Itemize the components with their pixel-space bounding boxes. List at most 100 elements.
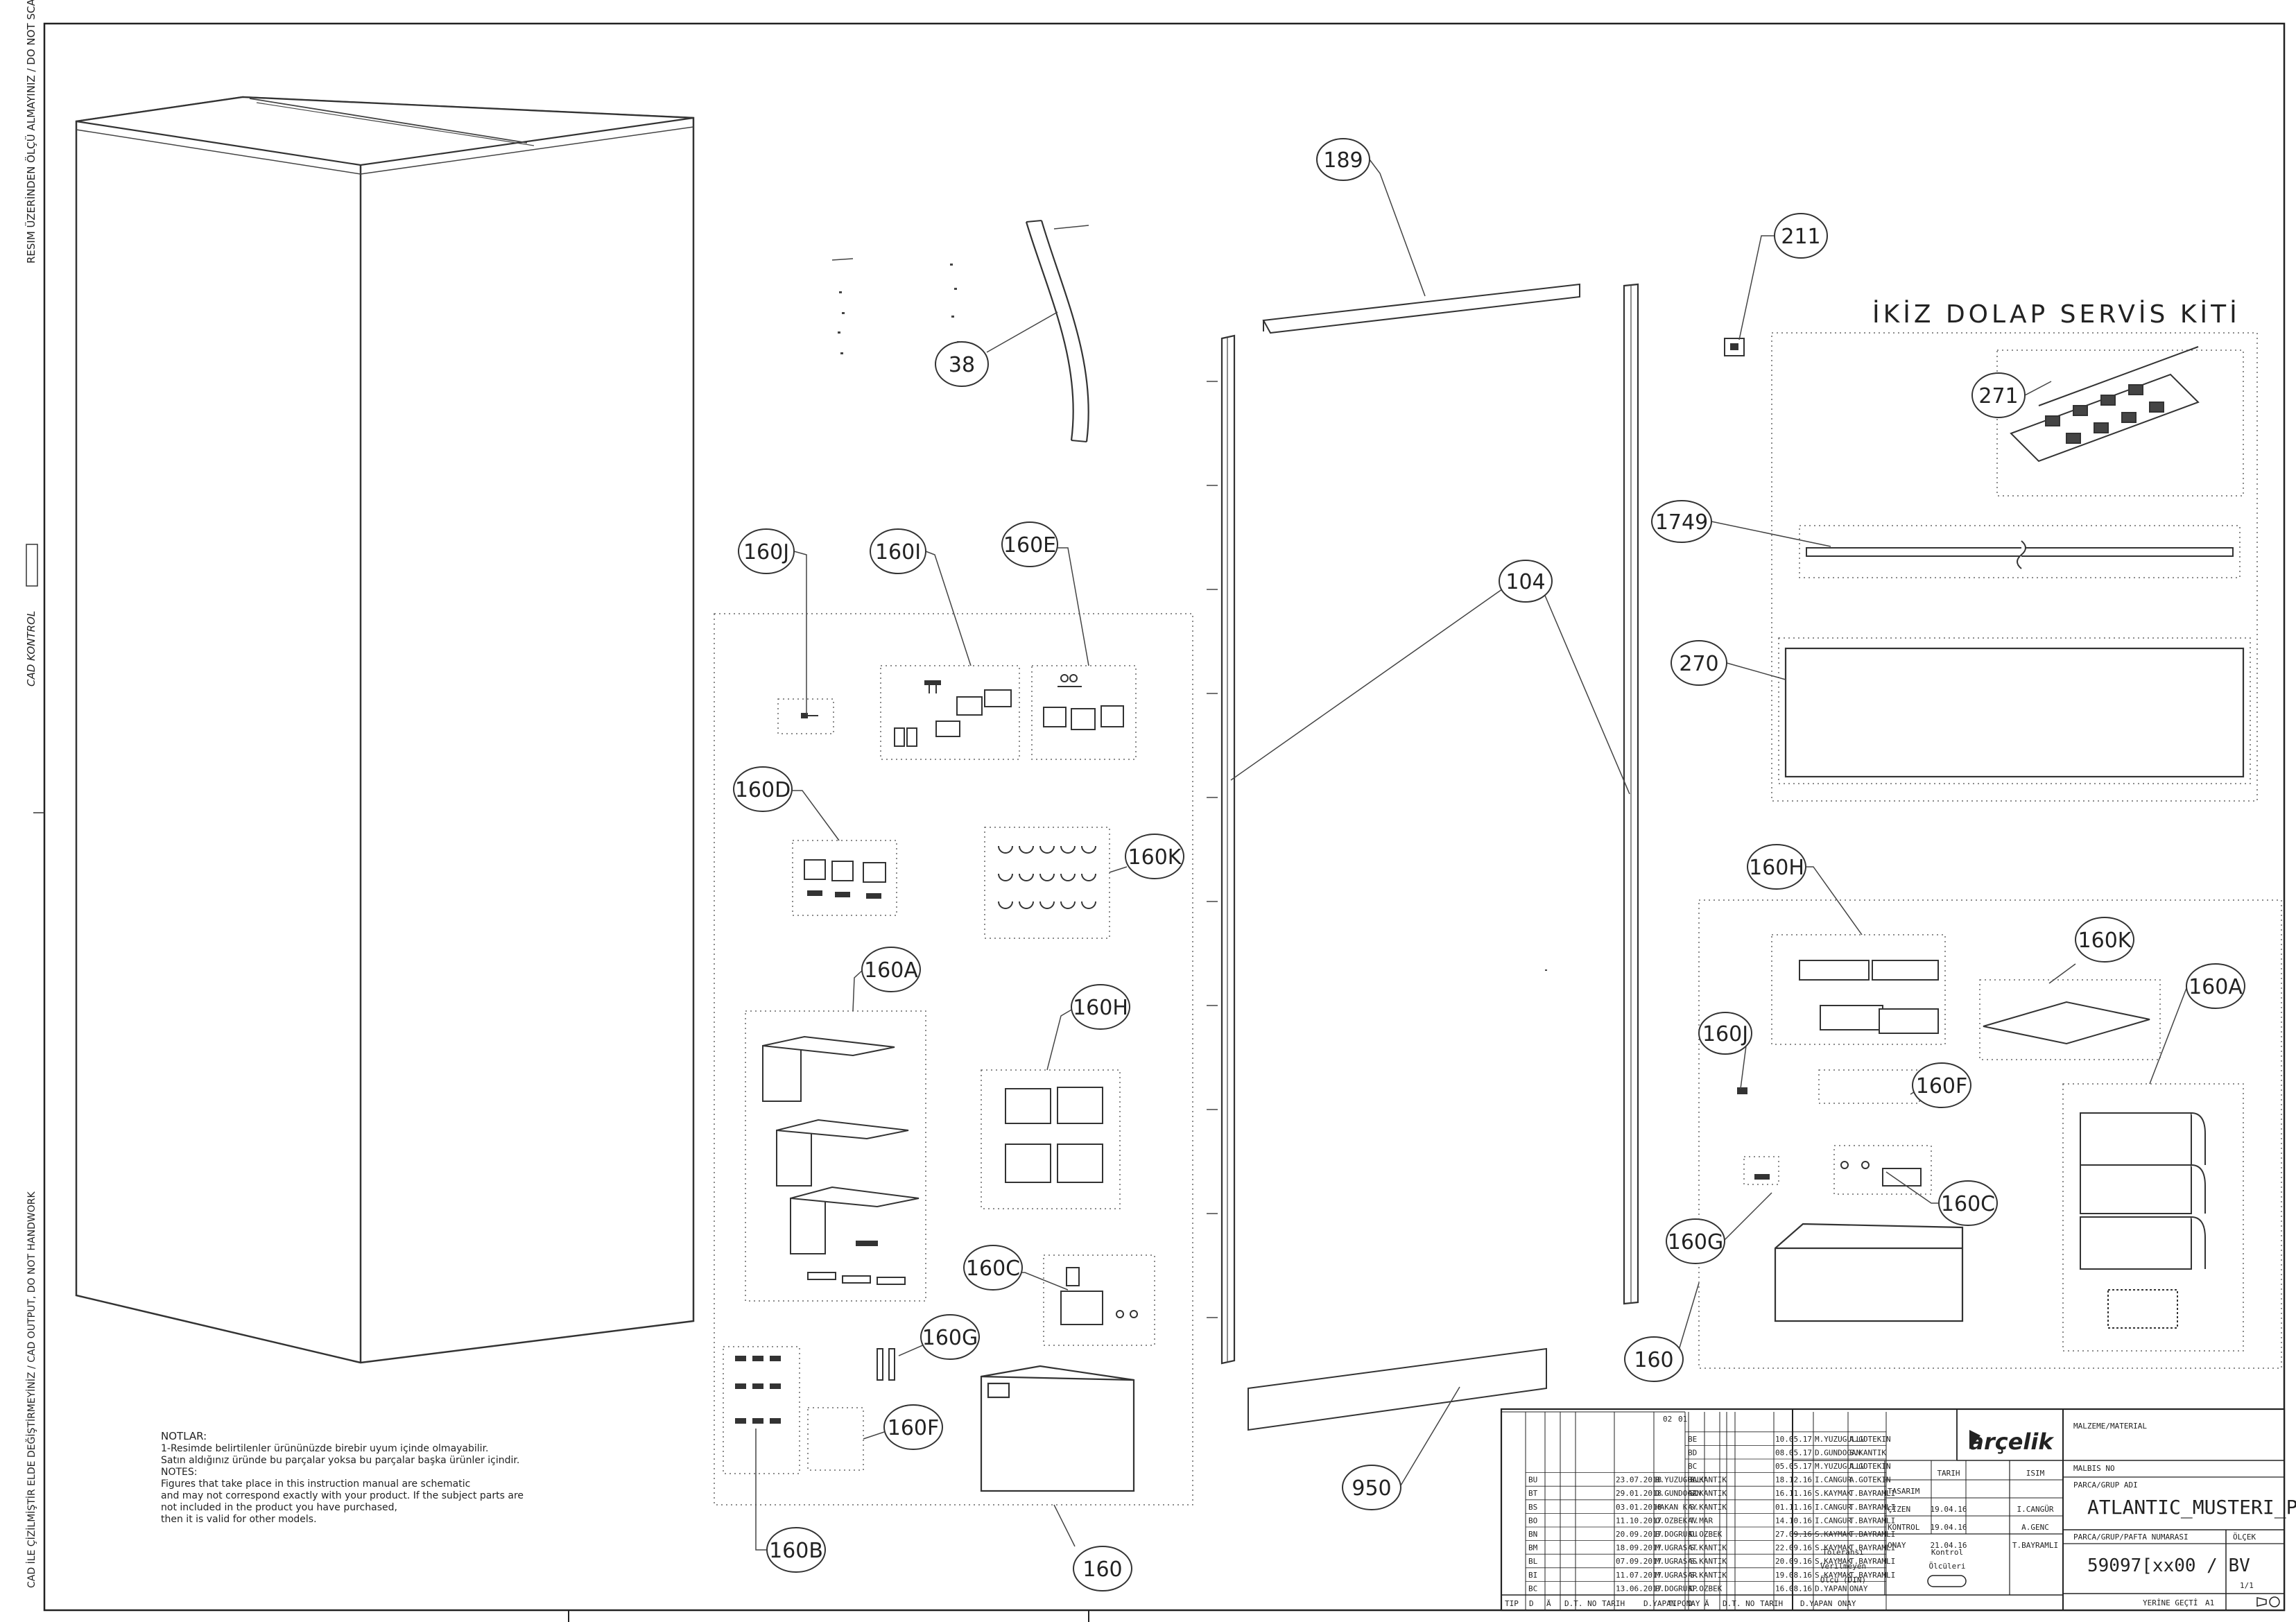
vertical-gasket-right — [1545, 283, 1639, 1305]
callout-label: 160C — [966, 1257, 1020, 1281]
screw-160j-right — [1737, 1087, 1747, 1094]
callout-160a-right: 160A — [2186, 963, 2245, 1009]
revision-date: 03.01.2018 — [1616, 1503, 1661, 1512]
revision-type: BU — [1528, 1476, 1537, 1485]
callout-label: 1749 — [1655, 510, 1708, 535]
revision-author: S.KAYMAK — [1815, 1571, 1852, 1580]
callout-label: 270 — [1679, 652, 1718, 676]
revision-approver: T.BAYRAMLI — [1849, 1489, 1895, 1498]
revision-approver: O.OZBEK — [1690, 1530, 1723, 1539]
row-check: KONTROL — [1888, 1523, 1920, 1532]
revision-date: 20.09.16 — [1775, 1557, 1812, 1566]
notes-line: then it is valid for other models. — [161, 1514, 317, 1525]
revision-approver: T.BAYRAMLI — [1849, 1544, 1895, 1553]
revision-author: D.GUNDOGAN — [1815, 1448, 1861, 1457]
revision-approver: S.KANTIK — [1690, 1476, 1727, 1485]
accessory-kit-panel-right — [1698, 899, 2282, 1369]
revision-author: S.KAYMAK — [1815, 1544, 1852, 1553]
revision-approver: S.KANTIK — [1690, 1503, 1727, 1512]
callout-160-left: 160 — [1073, 1546, 1132, 1591]
bottom-cover-strip — [1248, 1347, 1547, 1431]
revision-type: BI — [1528, 1571, 1537, 1580]
control-text: Ölcüleri — [1929, 1562, 1966, 1571]
shelf-supports-160a-right — [2080, 1112, 2206, 1329]
col-date: TARIH — [1937, 1469, 1960, 1478]
row-approve: ONAY — [1888, 1541, 1906, 1550]
callout-label: 160J — [743, 540, 789, 564]
footer-header: Ä — [1546, 1599, 1551, 1608]
callout-label: 160K — [1128, 845, 1182, 870]
footer-header: D — [1688, 1599, 1693, 1608]
revision-approver: S.KANTIK — [1690, 1571, 1727, 1580]
brackets-160h — [1005, 1087, 1103, 1183]
footer-header: D.T. NO — [1564, 1599, 1596, 1608]
callout-label: 160C — [1941, 1192, 1995, 1216]
revision-approver: S.KANTIK — [1690, 1489, 1727, 1498]
top-profile-strip — [1262, 283, 1580, 334]
revision-type: BD — [1688, 1448, 1697, 1457]
callout-160h-left: 160H — [1071, 984, 1130, 1030]
callout-label: 104 — [1505, 570, 1545, 594]
refrigerator-cabinet — [75, 96, 695, 1364]
tolerance-text: Verilmeyen — [1820, 1562, 1866, 1571]
malbis-label: MALBIS NO — [2073, 1464, 2115, 1473]
callout-label: 160A — [864, 958, 918, 983]
revision-type: AV — [1688, 1516, 1698, 1525]
drawn-name: I.CANGÜR — [2017, 1505, 2054, 1514]
revision-type: BC — [1528, 1584, 1537, 1593]
callout-label: 160 — [1634, 1348, 1673, 1372]
revision-author: B.DOGRUS — [1655, 1584, 1692, 1593]
footer-header: D.YAPAN — [1800, 1599, 1832, 1608]
revision-type: BN — [1528, 1530, 1537, 1539]
revision-approver: S.KANTIK — [1849, 1448, 1886, 1457]
revision-author: I.CANGUR — [1815, 1516, 1852, 1525]
pin-160g-right — [1754, 1174, 1770, 1180]
callout-160j-left: 160J — [738, 528, 795, 574]
callout-label: 160F — [888, 1416, 940, 1440]
callout-950: 950 — [1342, 1465, 1401, 1510]
notes-block: NOTLAR: 1-Resimde belirtilenler ürününüz… — [161, 1430, 524, 1525]
revision-date: 01.11.16 — [1775, 1503, 1812, 1512]
strip-1749 — [1806, 540, 2234, 569]
cad-control-box — [26, 544, 38, 587]
revision-date: 22.09.16 — [1775, 1544, 1812, 1553]
callout-160c-right: 160C — [1938, 1180, 1998, 1226]
callout-160-right: 160 — [1624, 1336, 1684, 1382]
revision-author: B.YUZUGULLU — [1655, 1476, 1706, 1485]
notes-line: 1-Resimde belirtilenler ürününüzde bireb… — [161, 1443, 489, 1454]
revision-date: 10.05.17 — [1775, 1435, 1812, 1444]
material-label: MALZEME/MATERIAL — [2073, 1422, 2147, 1431]
panel-270 — [1784, 647, 2245, 778]
supersedes-label: YERİNE GEÇTİ — [2143, 1598, 2198, 1607]
footer-header: ONAY — [1838, 1599, 1856, 1608]
callout-271: 271 — [1971, 372, 2026, 418]
callout-label: 160G — [922, 1326, 978, 1350]
callout-270: 270 — [1671, 640, 1727, 686]
revision-date: 16.11.16 — [1775, 1489, 1812, 1498]
revision-approver: S.KANTIK — [1690, 1557, 1727, 1566]
revision-date: 11.10.2017 — [1616, 1516, 1661, 1525]
footer-header: D.YAPAN — [1643, 1599, 1675, 1608]
revision-date: 18.09.2017 — [1616, 1544, 1661, 1553]
part-number-label: PARCA/GRUP/PAFTA NUMARASI — [2073, 1533, 2189, 1542]
revision-author: S.KAYMAK — [1815, 1489, 1852, 1498]
revision-type: AP — [1688, 1584, 1698, 1593]
callout-160i: 160I — [870, 528, 926, 574]
callout-160f-right: 160F — [1912, 1062, 1971, 1108]
page-mark: 01 — [1678, 1415, 1687, 1424]
footer-header: TARIH — [1760, 1599, 1783, 1608]
screws-160b — [735, 1356, 781, 1424]
check-date: 19.04.16 — [1931, 1523, 1967, 1532]
revision-approver: T.BAYRAMLI — [1849, 1557, 1895, 1566]
callout-label: 38 — [949, 353, 975, 377]
